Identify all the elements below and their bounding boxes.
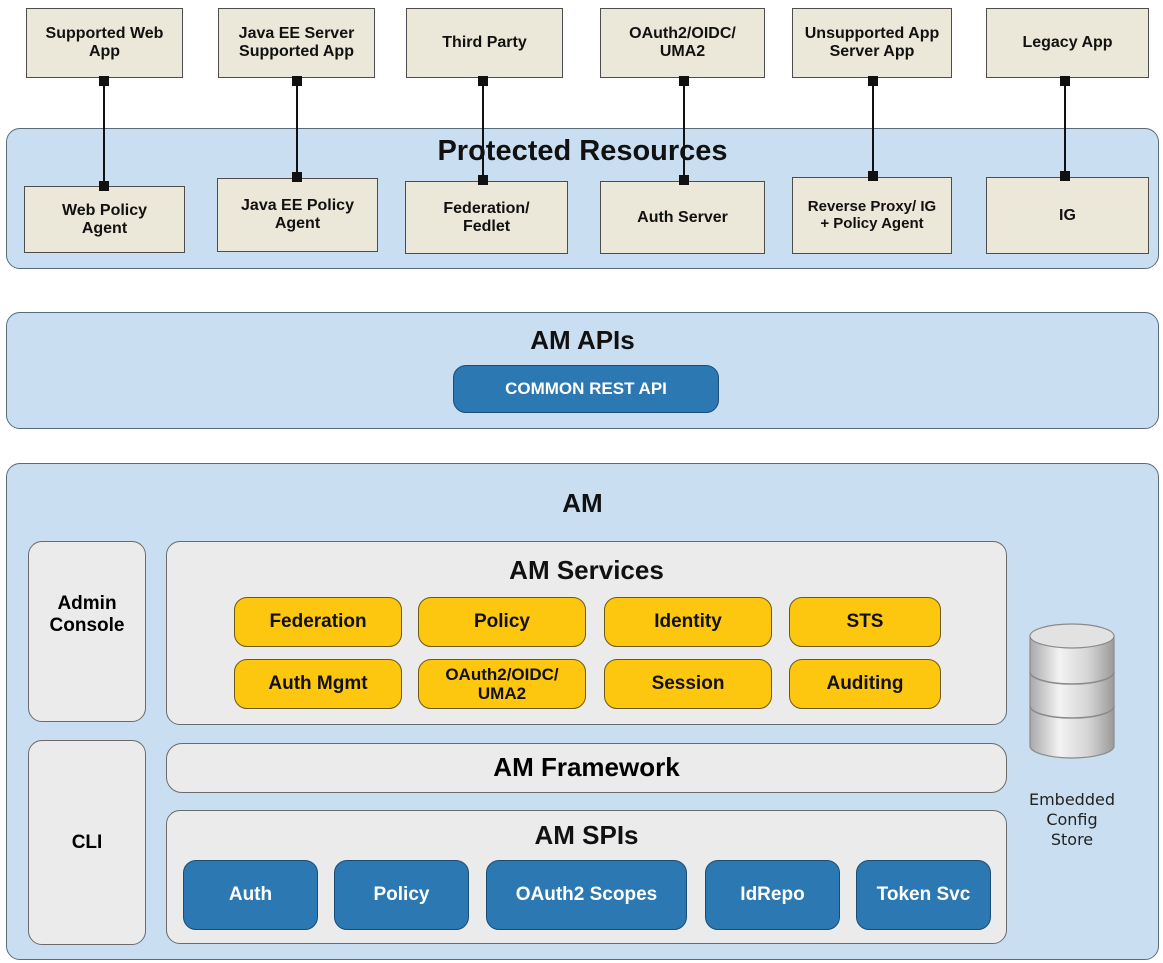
am-spis-title: AM SPIs <box>534 820 639 850</box>
agent-reverse-proxy-ig: Reverse Proxy/ IG + Policy Agent <box>792 177 952 254</box>
spi-oauth2-scopes: OAuth2 Scopes <box>486 860 687 930</box>
spi-auth: Auth <box>183 860 318 930</box>
service-oauth2-oidc-uma2: OAuth2/OIDC/ UMA2 <box>418 659 586 709</box>
config-store-label: Embedded Config Store <box>1028 790 1115 849</box>
agent-auth-server: Auth Server <box>600 181 765 254</box>
connector-node <box>679 175 689 185</box>
spi-idrepo: IdRepo <box>705 860 840 930</box>
spi-token-svc: Token Svc <box>856 860 991 930</box>
service-federation: Federation <box>234 597 402 647</box>
app-legacy: Legacy App <box>986 8 1149 78</box>
connector-node <box>1060 171 1070 181</box>
connector-node <box>99 76 109 86</box>
connector-line <box>296 78 298 177</box>
am-apis-title: AM APIs <box>530 325 635 355</box>
app-supported-web: Supported Web App <box>26 8 183 78</box>
app-java-ee-server: Java EE Server Supported App <box>218 8 375 78</box>
spi-policy: Policy <box>334 860 469 930</box>
connector-node <box>1060 76 1070 86</box>
admin-console: Admin Console <box>28 541 146 722</box>
service-sts: STS <box>789 597 941 647</box>
am-apis-panel: AM APIs COMMON REST API <box>6 312 1159 429</box>
service-auth-mgmt: Auth Mgmt <box>234 659 402 709</box>
app-third-party: Third Party <box>406 8 563 78</box>
connector-node <box>478 175 488 185</box>
am-framework: AM Framework <box>166 743 1007 793</box>
am-title: AM <box>562 488 603 518</box>
service-auditing: Auditing <box>789 659 941 709</box>
connector-node <box>868 171 878 181</box>
protected-resources-title: Protected Resources <box>437 135 728 167</box>
am-services-title: AM Services <box>509 555 664 585</box>
protected-resources-panel: Protected Resources <box>6 128 1159 269</box>
app-oauth2-oidc-uma2: OAuth2/OIDC/ UMA2 <box>600 8 765 78</box>
cli: CLI <box>28 740 146 945</box>
connector-line <box>872 78 874 176</box>
connector-node <box>292 76 302 86</box>
connector-line <box>683 78 685 180</box>
service-policy: Policy <box>418 597 586 647</box>
connector-node <box>478 76 488 86</box>
app-unsupported-server: Unsupported App Server App <box>792 8 952 78</box>
connector-node <box>99 181 109 191</box>
service-identity: Identity <box>604 597 772 647</box>
connector-node <box>292 172 302 182</box>
connector-line <box>103 78 105 186</box>
service-session: Session <box>604 659 772 709</box>
database-icon <box>1029 623 1115 759</box>
connector-node <box>868 76 878 86</box>
agent-java-ee-policy: Java EE Policy Agent <box>217 178 378 252</box>
connector-line <box>482 78 484 180</box>
connector-node <box>679 76 689 86</box>
connector-line <box>1064 78 1066 176</box>
common-rest-api: COMMON REST API <box>453 365 719 413</box>
agent-ig: IG <box>986 177 1149 254</box>
agent-web-policy: Web Policy Agent <box>24 186 185 253</box>
agent-federation-fedlet: Federation/ Fedlet <box>405 181 568 254</box>
